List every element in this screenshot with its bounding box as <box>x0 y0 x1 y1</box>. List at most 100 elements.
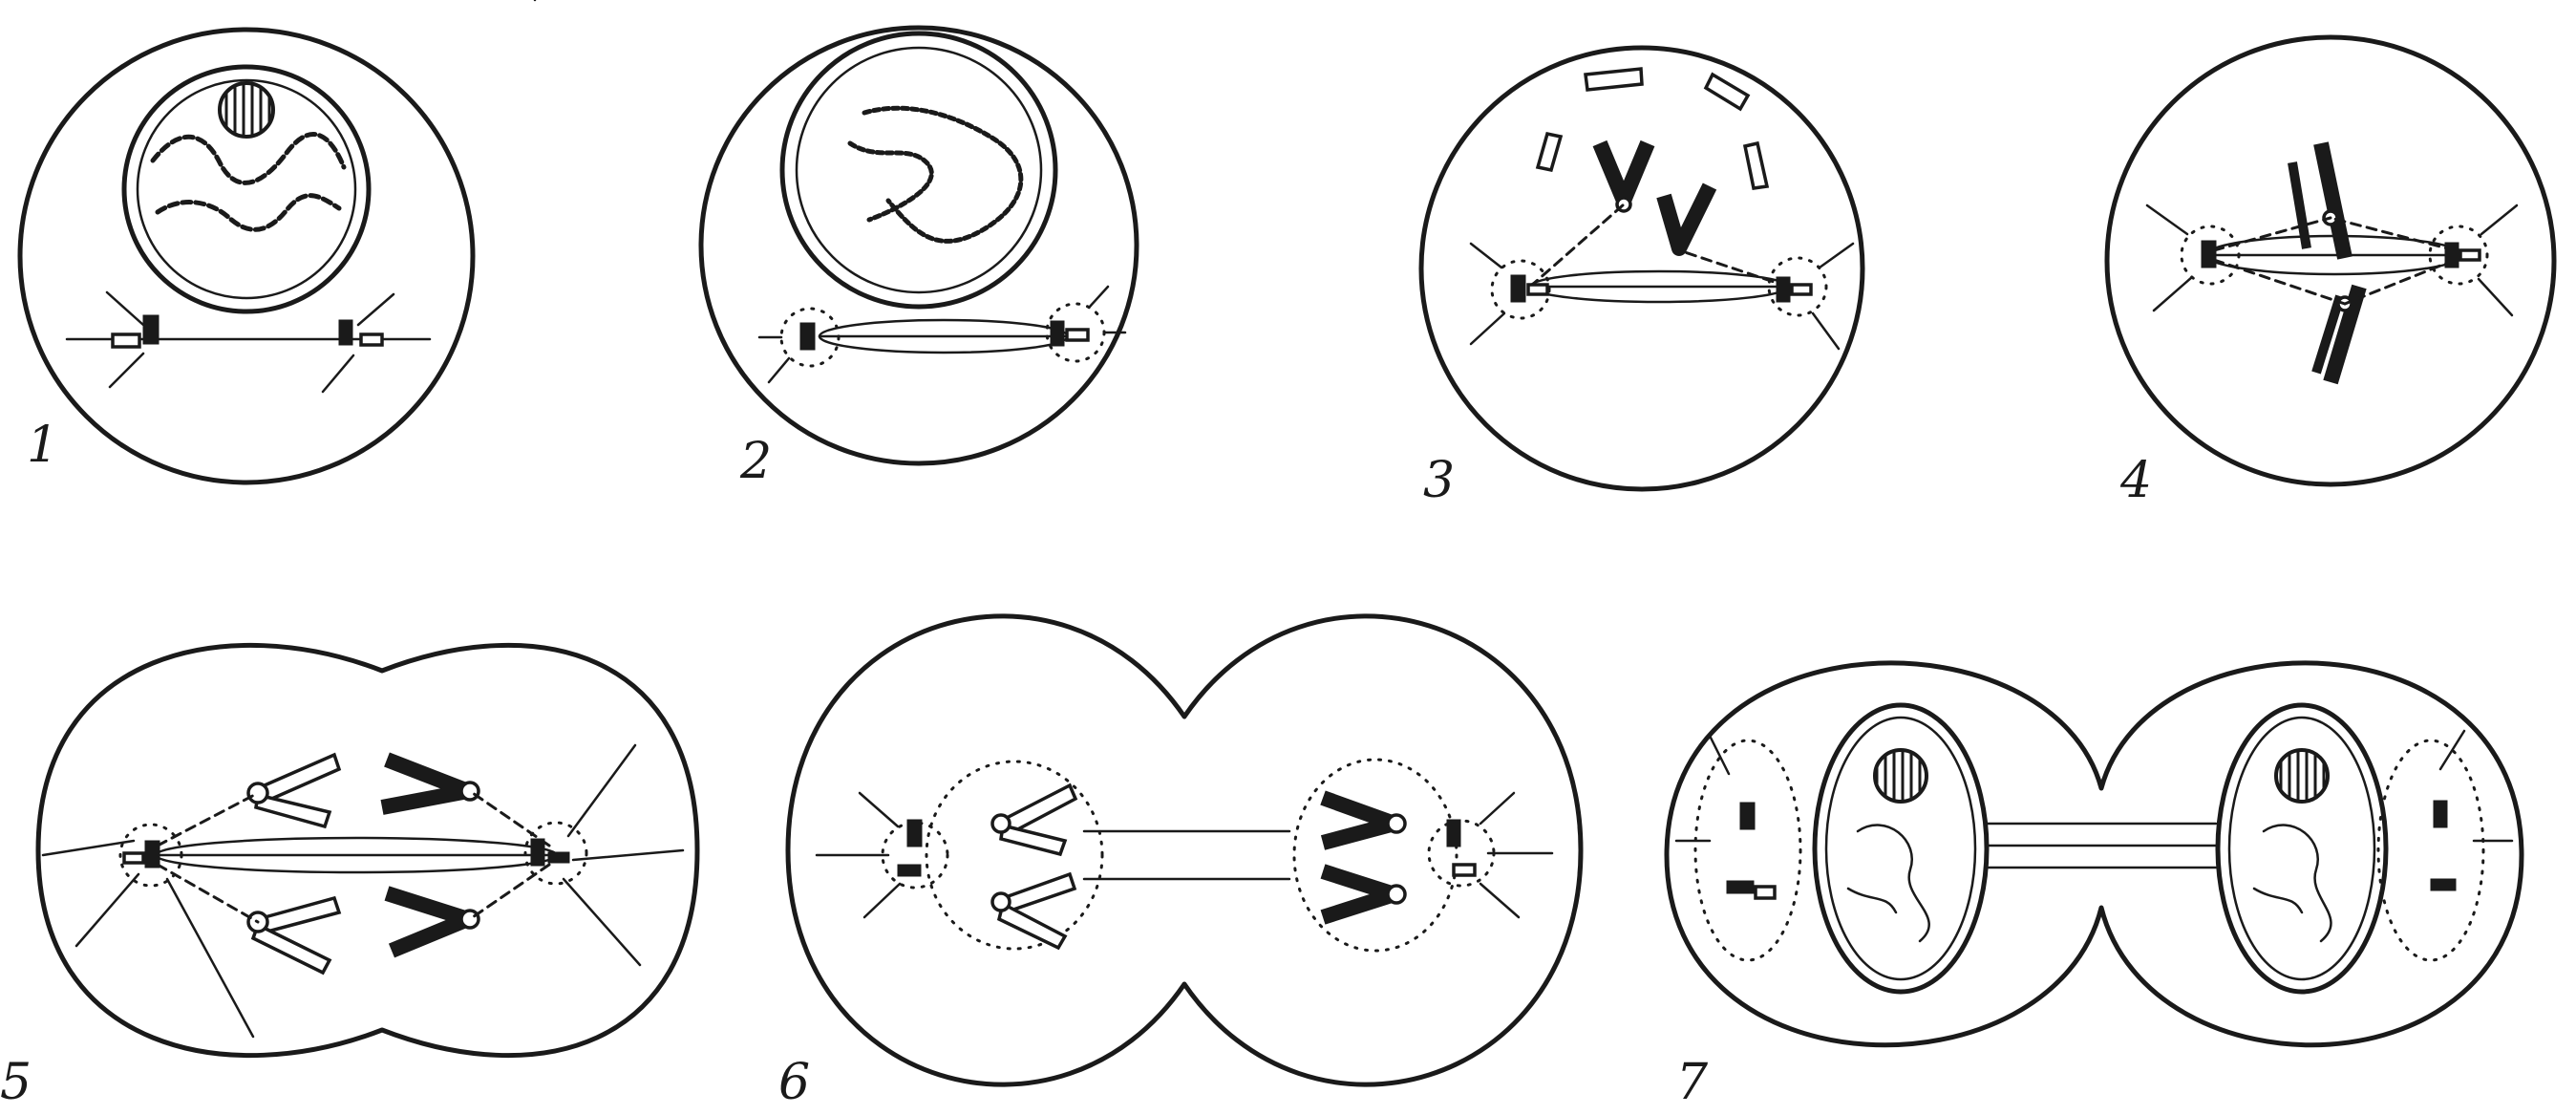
centriole <box>2201 240 2217 268</box>
aster-ray <box>105 290 145 327</box>
centriole <box>2430 878 2457 891</box>
panel-3-prometaphase: 3 <box>1418 45 1865 509</box>
aster-ray <box>1708 734 1731 776</box>
nucleolus <box>2274 748 2330 804</box>
chromatid <box>999 823 1068 857</box>
condensing-chromosome <box>847 140 934 223</box>
kinetochore-fiber <box>156 791 260 847</box>
chromosome <box>1320 790 1402 850</box>
panel-label: 4 <box>2119 452 2152 509</box>
aster-ray <box>2145 204 2189 236</box>
chromosome <box>2311 294 2345 375</box>
centriole <box>142 314 160 345</box>
chromatid <box>1000 783 1078 836</box>
centrosome-region <box>2180 225 2241 286</box>
chromatin-strand <box>2262 824 2332 943</box>
kinetochore-fiber <box>2212 258 2347 306</box>
nucleolus <box>218 81 275 139</box>
aster-ray <box>1818 242 1855 269</box>
aster-ray <box>1469 311 1506 346</box>
centriole <box>1526 283 1549 296</box>
aster-ray <box>858 791 900 828</box>
nuclear-envelope-fragment <box>1535 131 1564 173</box>
nuclear-envelope-fragment <box>1584 67 1644 92</box>
centriole <box>1739 802 1756 830</box>
aster-ray <box>767 356 791 384</box>
kinetochore-fiber <box>468 789 551 847</box>
centriole <box>906 819 923 847</box>
kinetochore-fiber <box>468 863 551 921</box>
chromatid <box>250 922 332 976</box>
cell-membrane <box>1418 45 1865 492</box>
aster-ray <box>75 872 140 948</box>
panel-label: 2 <box>739 433 772 490</box>
chromatid <box>255 752 342 804</box>
aster-ray <box>1479 791 1516 826</box>
panel-1-interphase: 1 <box>17 27 476 485</box>
centromere <box>459 781 480 802</box>
centriole <box>111 332 141 349</box>
centriole <box>2459 248 2481 262</box>
centriole <box>530 838 545 867</box>
panel-2-prophase: 2 <box>698 25 1139 490</box>
centriole <box>2444 242 2459 268</box>
centriole <box>122 851 145 865</box>
kinetochore-fiber <box>1528 203 1626 289</box>
aster-ray <box>571 848 685 862</box>
chromatin-strand <box>2252 887 2304 914</box>
centromere <box>459 909 480 930</box>
centriole <box>799 322 816 351</box>
centriole <box>897 864 922 877</box>
aster-ray <box>2152 275 2194 312</box>
chromatid <box>254 792 332 829</box>
aster-ray <box>321 354 355 394</box>
panel-5-anaphase: 5 <box>0 642 700 1111</box>
panel-label: 7 <box>1676 1054 1709 1111</box>
reforming-envelope <box>925 760 1104 951</box>
panel-label: 5 <box>0 1054 32 1111</box>
daughter-nucleus-outer <box>1812 702 1990 995</box>
centriole <box>1776 276 1791 303</box>
centromere <box>990 891 1011 912</box>
centrosome-region <box>1490 259 1551 320</box>
daughter-nucleus-inner <box>2227 716 2376 981</box>
chromosome <box>1656 182 1717 256</box>
aster-ray <box>862 882 902 919</box>
chromatin-strand <box>150 132 347 185</box>
centromere <box>246 782 269 804</box>
centriole <box>1452 863 1477 877</box>
aster-ray <box>2480 204 2519 236</box>
aster-ray <box>1087 285 1110 310</box>
centriole <box>359 332 384 347</box>
centriole <box>1510 274 1526 303</box>
panel-4-metaphase: 4 <box>2104 34 2557 509</box>
kinetochore-fiber <box>156 863 260 924</box>
panel-label: 6 <box>778 1054 810 1111</box>
kinetochore-fiber <box>1677 248 1790 289</box>
aster-ray <box>562 877 642 967</box>
panel-label: 1 <box>27 417 58 474</box>
centrosome-region <box>523 821 588 886</box>
condensing-chromosome <box>862 105 1024 244</box>
cell-membrane <box>2104 34 2557 487</box>
chromosome <box>2313 141 2352 260</box>
cell-membrane <box>35 642 700 1059</box>
centriole <box>1790 283 1813 296</box>
cell-membrane <box>698 25 1139 466</box>
aster-ray <box>1811 311 1841 351</box>
kinetochore-fiber <box>2212 216 2332 252</box>
aster-ray <box>566 743 637 838</box>
centrosome-region <box>1767 256 1828 317</box>
aster-ray <box>41 839 136 857</box>
centrosome-region <box>118 823 183 888</box>
centriole <box>144 840 160 868</box>
centrosome-region <box>2376 739 2485 962</box>
aster-ray <box>108 352 145 389</box>
cell-membrane <box>785 613 1584 1087</box>
centrosome-region <box>779 307 841 368</box>
kinetochore-fiber <box>2343 258 2457 306</box>
reforming-envelope <box>1292 758 1458 953</box>
panel-7-telophase: 7 <box>1664 660 2524 1111</box>
chromosome <box>2323 284 2367 385</box>
aster-ray <box>1479 882 1521 919</box>
